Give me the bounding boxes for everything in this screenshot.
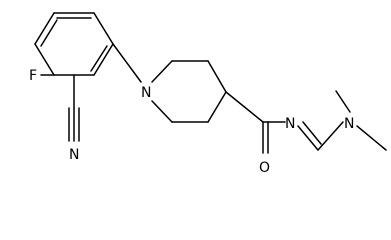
bond-c4-c5 [207, 91, 227, 123]
amide-group [225, 91, 286, 154]
structure-drawing: F N N O N N [29, 12, 387, 176]
bond-ring-left-lower [34, 43, 55, 76]
molecule-diagram: F N N O N N [29, 12, 387, 176]
bond-c6-n [151, 100, 173, 123]
carbonyl-oxygen-label: O [259, 160, 270, 176]
bond-ring-right-upper [93, 12, 114, 45]
imine-nitrogen-label: N [285, 116, 295, 132]
bond-aryl-n [112, 43, 142, 83]
bond-ring-left-upper-inner [40, 19, 58, 47]
bond-c3-c4 [207, 60, 227, 93]
nitrile-nitrogen-label: N [69, 147, 79, 163]
bond-n-methyl-1 [335, 90, 351, 113]
benzene-ring [34, 12, 114, 76]
dimethylamino-nitrogen-label: N [344, 116, 354, 132]
bond-ring-left-upper [34, 12, 55, 45]
bond-n-ch-inner [302, 121, 322, 145]
nitrile-group [68, 74, 80, 142]
bond-c4-carbonyl [225, 91, 264, 123]
bond-ring-right-lower [93, 43, 114, 76]
bond-n-c2 [151, 60, 173, 83]
piperidine-ring [151, 60, 227, 123]
formamidine-group [297, 121, 344, 151]
methyl-groups [335, 90, 387, 151]
fluorine-label: F [29, 68, 37, 84]
piperidine-nitrogen-label: N [141, 85, 151, 101]
bond-n-methyl-2 [356, 125, 387, 151]
bond-ring-right-lower-inner [90, 45, 108, 72]
bond-n-ch [297, 125, 319, 151]
bond-ch-nme2 [317, 121, 344, 151]
